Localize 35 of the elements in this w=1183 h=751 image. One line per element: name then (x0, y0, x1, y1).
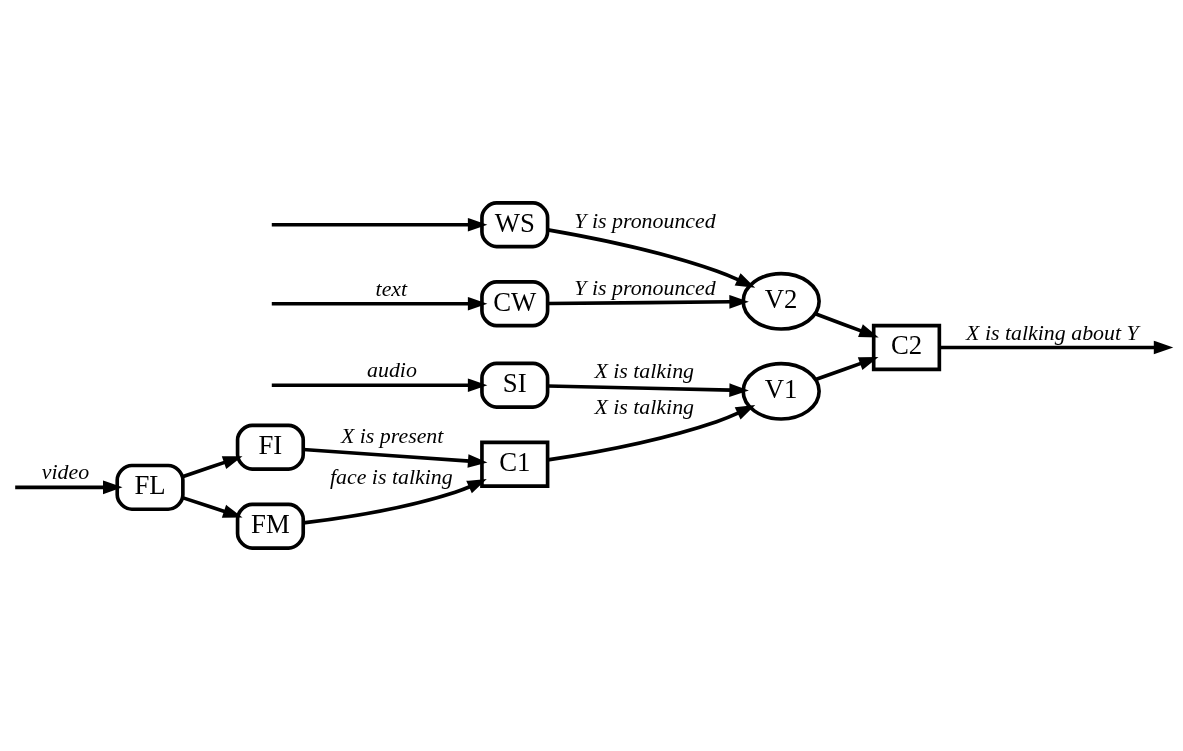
arrow (271, 296, 488, 311)
arrow (814, 312, 879, 338)
node-box: FM (235, 502, 306, 550)
edge-label: Y is pronounced (574, 208, 716, 233)
edge-label: face is talking (329, 465, 453, 490)
edge-label: video (41, 460, 90, 485)
arrow (15, 480, 123, 495)
arrow (547, 228, 756, 288)
arrow (547, 294, 749, 309)
arrow (303, 479, 487, 525)
node-ellipse: V2 (741, 271, 821, 331)
arrow (303, 447, 488, 468)
edge-label: text (375, 276, 408, 301)
arrow (547, 404, 756, 462)
node-box: WS (480, 201, 550, 249)
node-box: C2 (871, 323, 942, 372)
edge-label: X is talking (594, 359, 695, 384)
edge-label: X is present (340, 423, 444, 448)
arrow (182, 496, 243, 518)
edge-label: X is talking (594, 394, 695, 419)
arrow (271, 378, 488, 393)
node-ellipse: V1 (741, 361, 821, 421)
arrow (547, 383, 749, 397)
edge-label: audio (367, 358, 417, 383)
edge-label: Y is pronounced (574, 275, 716, 300)
node-box: CW (480, 280, 550, 328)
node-box: FL (115, 463, 185, 512)
arrow (182, 456, 243, 479)
arrow (939, 340, 1174, 355)
arrow (271, 217, 488, 232)
node-box: FI (235, 423, 306, 471)
node-box: SI (480, 361, 550, 409)
edge-label: X is talking about Y (966, 320, 1139, 345)
arrow (815, 357, 879, 382)
node-box: C1 (480, 440, 550, 488)
